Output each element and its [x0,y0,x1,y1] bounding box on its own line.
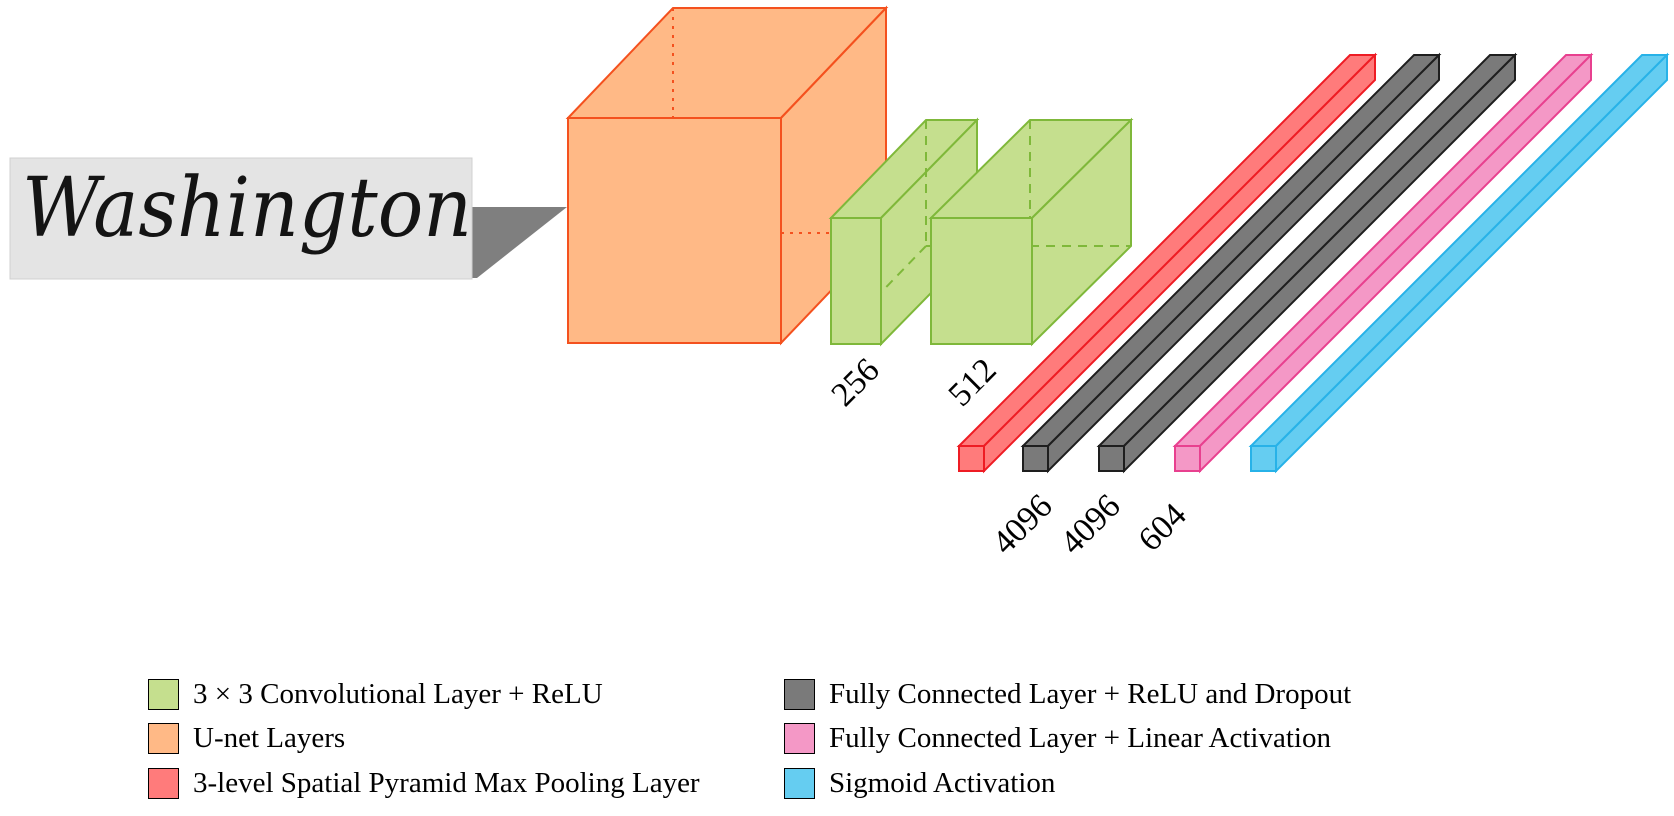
legend-label-fc-relu: Fully Connected Layer + ReLU and Dropout [829,677,1352,710]
legend-label-spp: 3-level Spatial Pyramid Max Pooling Laye… [193,766,700,799]
conv1-size-label: 256 [824,351,886,413]
legend-label-sigmoid: Sigmoid Activation [829,766,1056,799]
input-image-background [9,157,473,280]
input-word-image: Washington [9,157,567,280]
legend-item-unet: U-net Layers [148,720,345,756]
legend-swatch-sigmoid [784,767,815,799]
input-word-handwriting: Washington [22,161,472,256]
fc-relu-bar-1 [1020,52,1442,474]
legend: 3 × 3 Convolutional Layer + ReLU U-net L… [148,676,1448,816]
legend-label-conv: 3 × 3 Convolutional Layer + ReLU [193,677,603,710]
legend-item-fc-linear: Fully Connected Layer + Linear Activatio… [784,720,1331,756]
legend-item-fc-relu: Fully Connected Layer + ReLU and Dropout [784,676,1351,712]
fc-linear-bar [1172,52,1594,474]
fc-relu-bar-2 [1096,52,1518,474]
sigmoid-bar [1248,52,1670,474]
spp-layer-bar [956,52,1378,474]
legend-swatch-unet [148,722,179,754]
legend-swatch-fc-relu [784,678,815,710]
legend-item-conv: 3 × 3 Convolutional Layer + ReLU [148,676,603,712]
legend-swatch-spp [148,767,179,799]
legend-item-sigmoid: Sigmoid Activation [784,765,1055,801]
fc3-size-label: 604 [1131,496,1193,558]
fc2-size-label: 4096 [1053,487,1127,561]
fc1-size-label: 4096 [985,487,1059,561]
legend-swatch-conv [148,678,179,710]
legend-item-spp: 3-level Spatial Pyramid Max Pooling Laye… [148,765,700,801]
conv2-size-label: 512 [941,351,1003,413]
conv-block-256 [828,117,980,347]
legend-label-unet: U-net Layers [193,721,346,754]
legend-swatch-fc-linear [784,722,815,754]
legend-label-fc-linear: Fully Connected Layer + Linear Activatio… [829,721,1331,754]
conv-block-512 [928,117,1134,347]
